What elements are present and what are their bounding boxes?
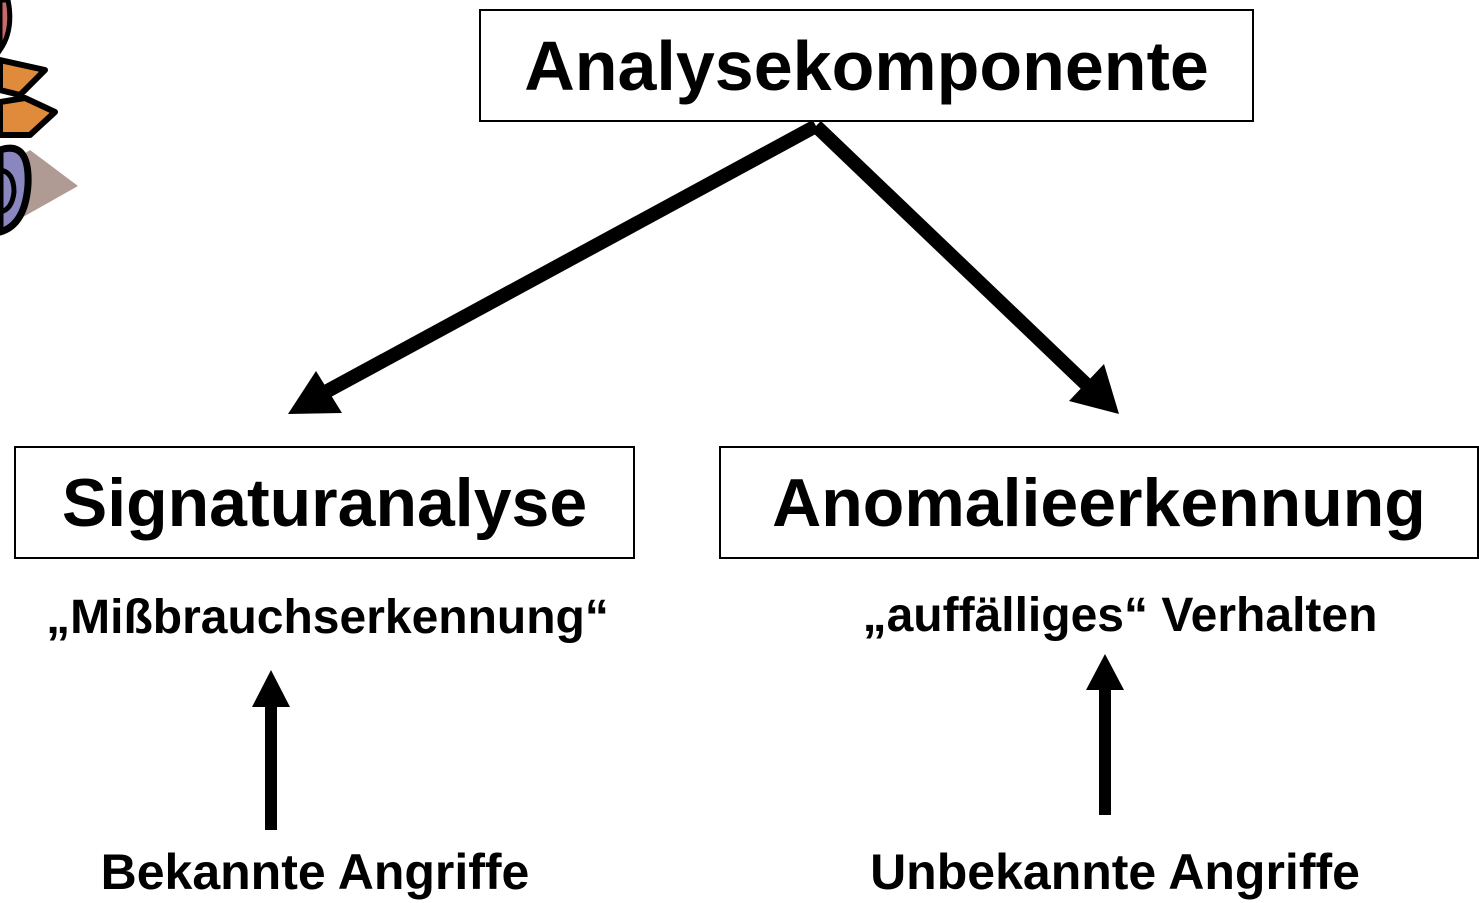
arrow-bekannte-up [252,670,290,830]
anomalieerkennung-label: Anomalieerkennung [772,464,1426,541]
signaturanalyse-box: Signaturanalyse [14,446,635,559]
auffaelliges-verhalten-subtitle: „auffälliges“ Verhalten [862,589,1378,642]
missbrauchserkennung-subtitle: „Mißbrauchserkennung“ [46,591,609,644]
signaturanalyse-label: Signaturanalyse [61,464,588,541]
anomalieerkennung-box: Anomalieerkennung [719,446,1479,559]
clipart-icon [0,0,78,236]
analysekomponente-box: Analysekomponente [479,9,1254,122]
unbekannte-angriffe-label: Unbekannte Angriffe [870,844,1360,900]
bekannte-angriffe-label: Bekannte Angriffe [100,844,530,900]
analysekomponente-label: Analysekomponente [524,26,1209,105]
arrow-unbekannte-up [1086,654,1124,815]
arrow-to-signaturanalyse [288,119,820,414]
arrow-to-anomalieerkennung [811,120,1119,414]
